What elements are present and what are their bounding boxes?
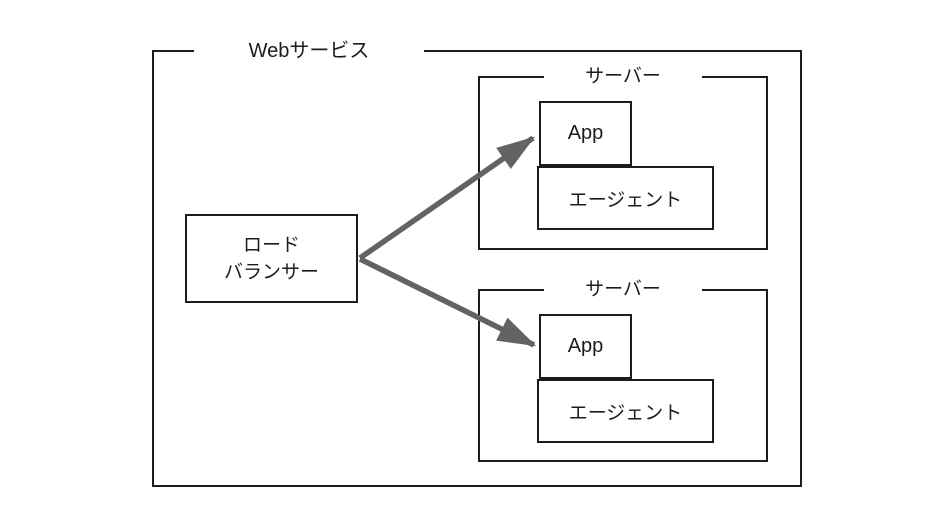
server-2-agent-node: エージェント bbox=[537, 379, 714, 443]
server-group-1-title: サーバー bbox=[544, 64, 702, 90]
server-1-agent-node: エージェント bbox=[537, 166, 714, 230]
web-service-group: Webサービス bbox=[152, 38, 802, 487]
load-balancer-node: ロード バランサー bbox=[185, 214, 358, 303]
server-group-1: サーバー App エージェント bbox=[478, 64, 768, 250]
server-1-app-node: App bbox=[539, 101, 632, 166]
load-balancer-label: ロード バランサー bbox=[224, 232, 319, 286]
web-service-group-title: Webサービス bbox=[194, 38, 424, 64]
load-balancer-label-line2: バランサー bbox=[223, 261, 319, 283]
server-2-app-node: App bbox=[539, 314, 632, 379]
server-group-2-title: サーバー bbox=[544, 277, 702, 303]
load-balancer-label-line1: ロード bbox=[242, 234, 300, 256]
server-group-2: サーバー App エージェント bbox=[478, 277, 768, 462]
